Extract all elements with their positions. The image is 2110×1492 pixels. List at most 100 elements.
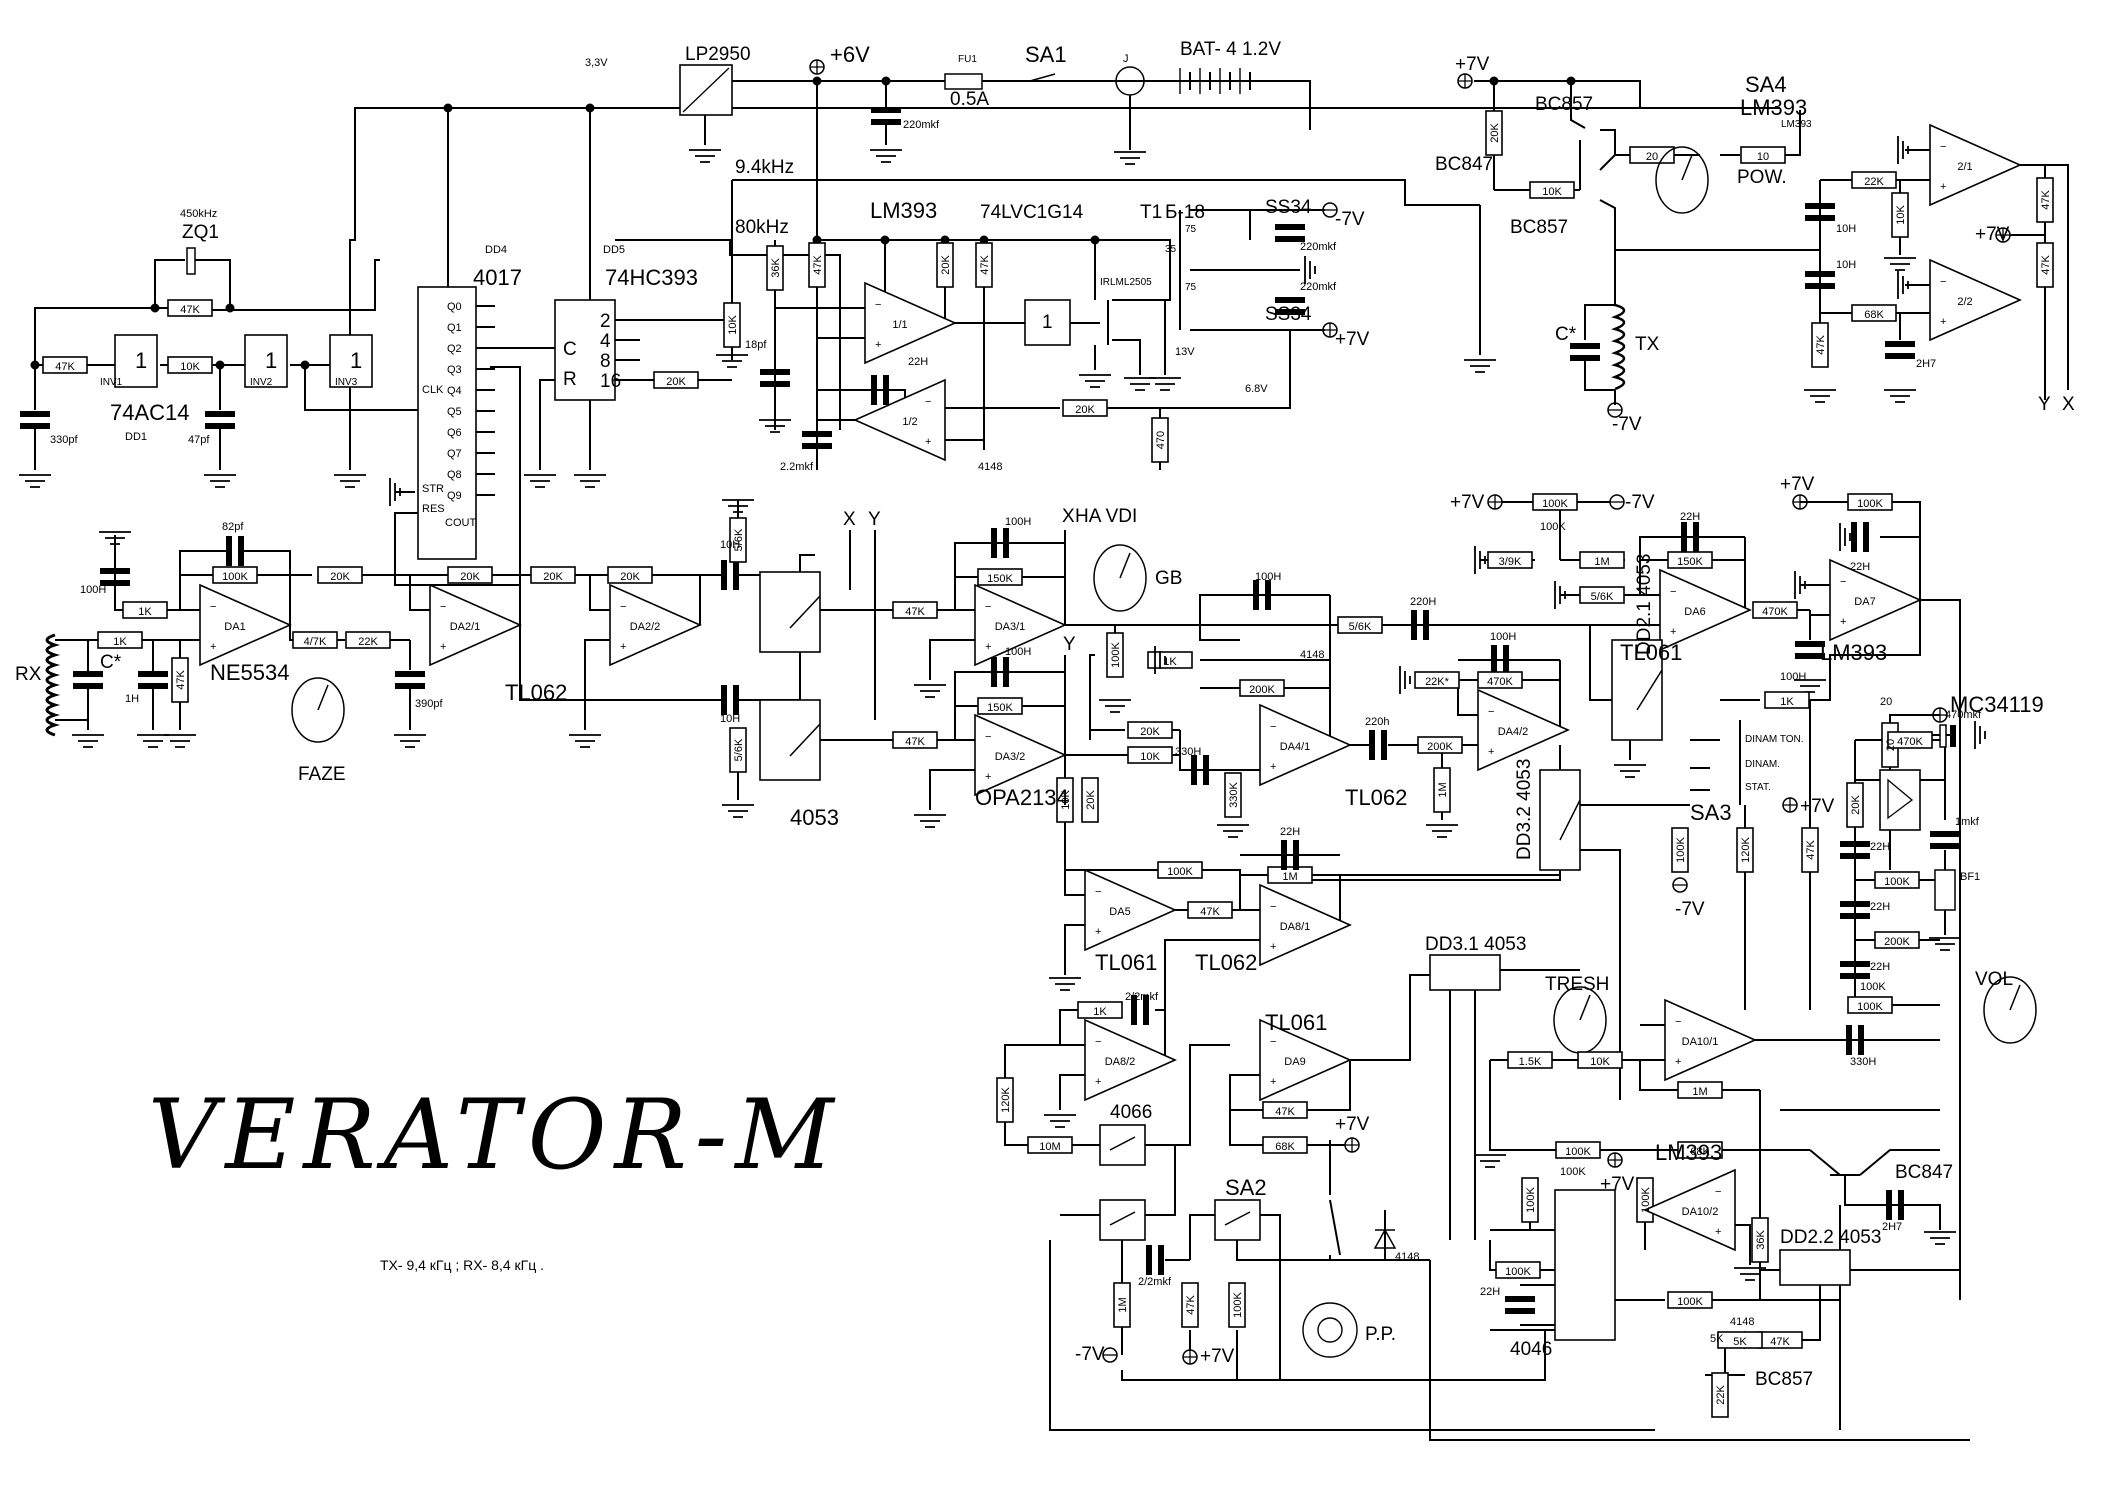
- cap-value: 18pf: [745, 339, 767, 351]
- resistor-value: 100K: [1677, 1296, 1703, 1308]
- ground-symbol: [1974, 721, 1986, 749]
- chip-ref: DD5: [603, 244, 625, 256]
- minus-input: −: [985, 731, 991, 743]
- resistor-value: 10K: [1542, 186, 1562, 198]
- ground-symbol: [1884, 389, 1916, 403]
- wire: [1589, 625, 1612, 701]
- chip-label: TL062: [505, 680, 567, 705]
- wire: [1164, 1010, 1175, 1061]
- resistor: [1555, 1141, 1601, 1159]
- opamp: [1084, 868, 1177, 952]
- chip-ref: DD4: [485, 244, 507, 256]
- opamp: [1259, 883, 1352, 967]
- capacitor: [20, 423, 50, 429]
- zener-label: 6.8V: [1245, 383, 1268, 395]
- cap-value: 1H: [125, 693, 139, 705]
- capacitor: [1840, 913, 1870, 919]
- switch-ref: SA4: [1745, 72, 1787, 97]
- opamp: [609, 583, 702, 667]
- x-net: X: [843, 509, 856, 530]
- minus-input: −: [1270, 721, 1276, 733]
- chip-label: LM393: [870, 198, 937, 223]
- capacitor: [1840, 973, 1870, 979]
- plus-input: +: [620, 641, 626, 653]
- clk-pin: CLK: [422, 384, 444, 396]
- capacitor: [871, 107, 901, 113]
- r-value: 20: [1880, 696, 1892, 708]
- capacitor: [1381, 730, 1387, 760]
- capacitor: [802, 431, 832, 437]
- transistor-ref: BC847: [1895, 1162, 1953, 1183]
- opamp-ref: 2/2: [1957, 296, 1972, 308]
- opamp-ref: 1/1: [892, 319, 907, 331]
- net-label: 3,3V: [585, 57, 608, 69]
- capacitor: [1293, 840, 1299, 870]
- chip-label: LM393: [1740, 95, 1807, 120]
- opamp: [199, 583, 292, 667]
- capacitor: [871, 375, 877, 405]
- opamp-ref: DA3/1: [995, 621, 1026, 633]
- cap-value: 10H: [720, 713, 740, 725]
- wire: [539, 379, 555, 470]
- terminal-mark: [1783, 798, 1797, 812]
- ground-symbol: [1839, 523, 1851, 551]
- resistor: [1717, 1331, 1763, 1349]
- capacitor: [1846, 1025, 1852, 1055]
- resistor: [1667, 551, 1713, 569]
- pot-value: 5K: [1710, 1333, 1724, 1345]
- opamp-ref: DA2/2: [630, 621, 661, 633]
- ground-symbol: [1554, 581, 1566, 609]
- switch-ref: SA1: [1025, 42, 1067, 67]
- plus-input: +: [210, 641, 216, 653]
- wire: [1339, 875, 1350, 926]
- chip-label: DD3.1 4053: [1425, 934, 1526, 955]
- opamp-ref: DA7: [1854, 596, 1875, 608]
- net-label: -7V: [1625, 492, 1655, 513]
- ground-symbol: [137, 734, 169, 748]
- terminal-mark: [1183, 1350, 1197, 1364]
- capacitor: [871, 119, 901, 125]
- switch-contact: [1224, 1211, 1251, 1226]
- chip-label: LP2950: [685, 44, 751, 65]
- capacitor: [1898, 1190, 1904, 1220]
- wire: [799, 554, 815, 575]
- junction: [225, 303, 235, 313]
- knob-dial: [1983, 976, 2037, 1044]
- wire: [1300, 870, 1561, 881]
- ground-symbol: [722, 499, 754, 513]
- resistor-value: 47K: [905, 736, 925, 748]
- coil-label: TX: [1635, 334, 1660, 355]
- resistor: [122, 601, 168, 619]
- resistor-value: 5/6K: [1591, 591, 1614, 603]
- transformer-ref: T1: [1140, 202, 1162, 223]
- wire: [954, 671, 1065, 740]
- terminal-mark: [1323, 323, 1337, 337]
- wire: [1639, 536, 1745, 560]
- net-label: +7V: [1200, 1346, 1235, 1367]
- wire: [1064, 924, 1085, 975]
- counter-output: Q5: [447, 406, 462, 418]
- inverter-inv2: [244, 334, 288, 388]
- capacitor: [1265, 580, 1271, 610]
- resistor: [1532, 493, 1578, 511]
- capacitor: [802, 443, 832, 449]
- minus-input: −: [1715, 1186, 1721, 1198]
- resistor-value: 1K: [1780, 696, 1794, 708]
- resistor-value: 100K: [1675, 836, 1687, 862]
- battery-label: BAT- 4 1.2V: [1180, 39, 1281, 60]
- reg-mark: [682, 67, 730, 113]
- counter-output: Q7: [447, 448, 462, 460]
- ground-symbol: [1114, 151, 1146, 165]
- inverter-label: INV1: [100, 377, 123, 388]
- transistor-ref: BC857: [1535, 94, 1593, 115]
- chip-ref: DD1: [125, 431, 147, 443]
- capacitor: [205, 411, 235, 417]
- capacitor: [1858, 1025, 1864, 1055]
- capacitor: [991, 528, 997, 558]
- counter-4017: [417, 286, 477, 560]
- resistor-value: 200K: [1427, 741, 1453, 753]
- plus-input: +: [985, 771, 991, 783]
- knob-dial: [291, 677, 345, 743]
- chip-label: DD2.2 4053: [1780, 1227, 1881, 1248]
